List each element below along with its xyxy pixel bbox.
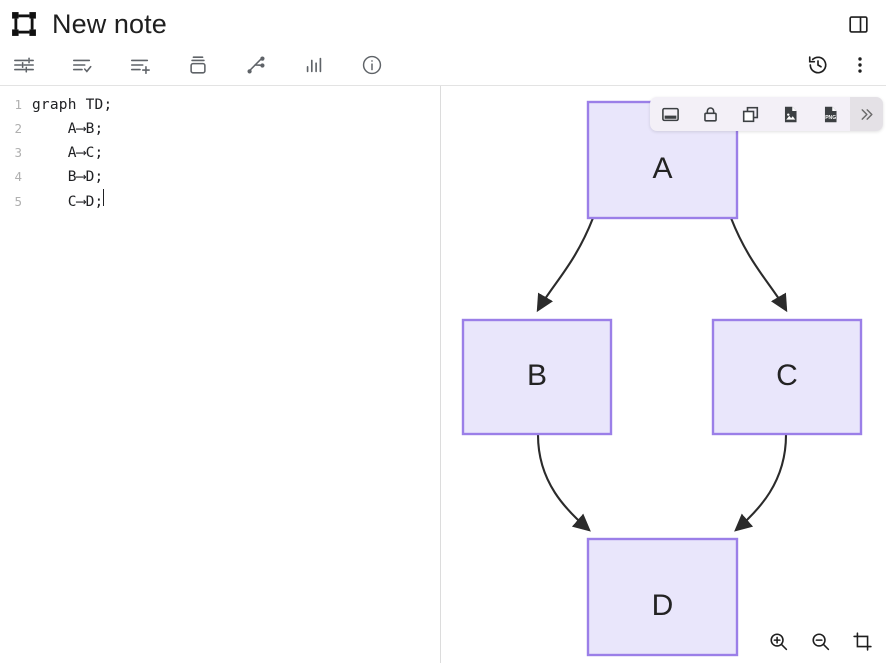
export-image-icon[interactable]: [770, 97, 810, 131]
line-number: 4: [14, 169, 22, 184]
zoom-in-icon[interactable]: [764, 627, 792, 655]
diagram-float-toolbar: PNG: [650, 97, 883, 131]
line-number: 1: [14, 97, 22, 112]
right-panel-toggle-icon[interactable]: [838, 4, 878, 44]
copy-duplicate-icon[interactable]: [730, 97, 770, 131]
toolbar-left-group: [4, 48, 392, 82]
line-text: C⟶D;: [32, 194, 104, 210]
zoom-out-icon[interactable]: [806, 627, 834, 655]
node-b-shape[interactable]: [461, 318, 613, 436]
lock-icon[interactable]: [690, 97, 730, 131]
add-list-icon[interactable]: [120, 48, 160, 82]
history-icon[interactable]: [798, 48, 838, 82]
selection-frame-icon: [8, 8, 40, 40]
svg-text:PNG: PNG: [825, 114, 836, 120]
node-b[interactable]: B: [461, 318, 613, 436]
diagram-zoom-controls: [764, 627, 876, 655]
code-line[interactable]: 5 C⟶D;: [0, 189, 440, 213]
export-png-icon[interactable]: PNG: [810, 97, 850, 131]
toolbar-right-group: [798, 48, 880, 82]
line-text: A⟶C;: [32, 145, 104, 161]
line-text: A⟶B;: [32, 121, 104, 137]
node-c-shape[interactable]: [711, 318, 863, 436]
flowchart-diagram: A B C D: [461, 100, 863, 657]
graph-branch-icon[interactable]: [236, 48, 276, 82]
info-circle-icon[interactable]: [352, 48, 392, 82]
code-line[interactable]: 4 B⟶D;: [0, 165, 440, 189]
code-line[interactable]: 1 graph TD;: [0, 93, 440, 117]
edge-b-d: [536, 434, 591, 532]
checklist-icon[interactable]: [62, 48, 102, 82]
node-d[interactable]: D: [586, 537, 739, 657]
code-editor[interactable]: 1 graph TD; 2 A⟶B; 3 A⟶C; 4 B⟶D; 5 C⟶D;: [0, 86, 440, 213]
node-c-label: C: [776, 359, 798, 392]
diagram-edges: [536, 217, 788, 532]
window-card-icon[interactable]: [650, 97, 690, 131]
code-line[interactable]: 2 A⟶B;: [0, 117, 440, 141]
text-cursor: [103, 189, 105, 206]
pane-divider[interactable]: [440, 86, 441, 663]
edge-a-c: [730, 217, 788, 313]
line-number: 2: [14, 121, 22, 136]
main-toolbar: [0, 44, 886, 86]
node-d-label: D: [652, 589, 674, 622]
more-vertical-icon[interactable]: [840, 48, 880, 82]
edge-c-d: [734, 434, 788, 532]
chevron-double-right-icon[interactable]: [850, 97, 883, 131]
line-number: 5: [14, 194, 22, 209]
node-d-shape[interactable]: [586, 537, 739, 657]
line-text: B⟶D;: [32, 169, 104, 185]
code-editor-pane[interactable]: 1 graph TD; 2 A⟶B; 3 A⟶C; 4 B⟶D; 5 C⟶D;: [0, 86, 440, 663]
fit-to-screen-icon[interactable]: [848, 627, 876, 655]
stack-layers-icon[interactable]: [178, 48, 218, 82]
diagram-nodes: A B C D: [461, 100, 863, 657]
title-bar: New note: [0, 0, 886, 48]
node-a-label: A: [652, 152, 672, 185]
line-text: graph TD;: [32, 97, 113, 113]
node-c[interactable]: C: [711, 318, 863, 436]
line-number: 3: [14, 145, 22, 160]
code-line[interactable]: 3 A⟶C;: [0, 141, 440, 165]
page-title: New note: [52, 9, 167, 39]
tune-settings-icon[interactable]: [4, 48, 44, 82]
bar-chart-icon[interactable]: [294, 48, 334, 82]
edge-a-b: [536, 217, 594, 313]
node-b-label: B: [527, 359, 547, 392]
diagram-preview-pane[interactable]: A B C D: [441, 86, 886, 663]
